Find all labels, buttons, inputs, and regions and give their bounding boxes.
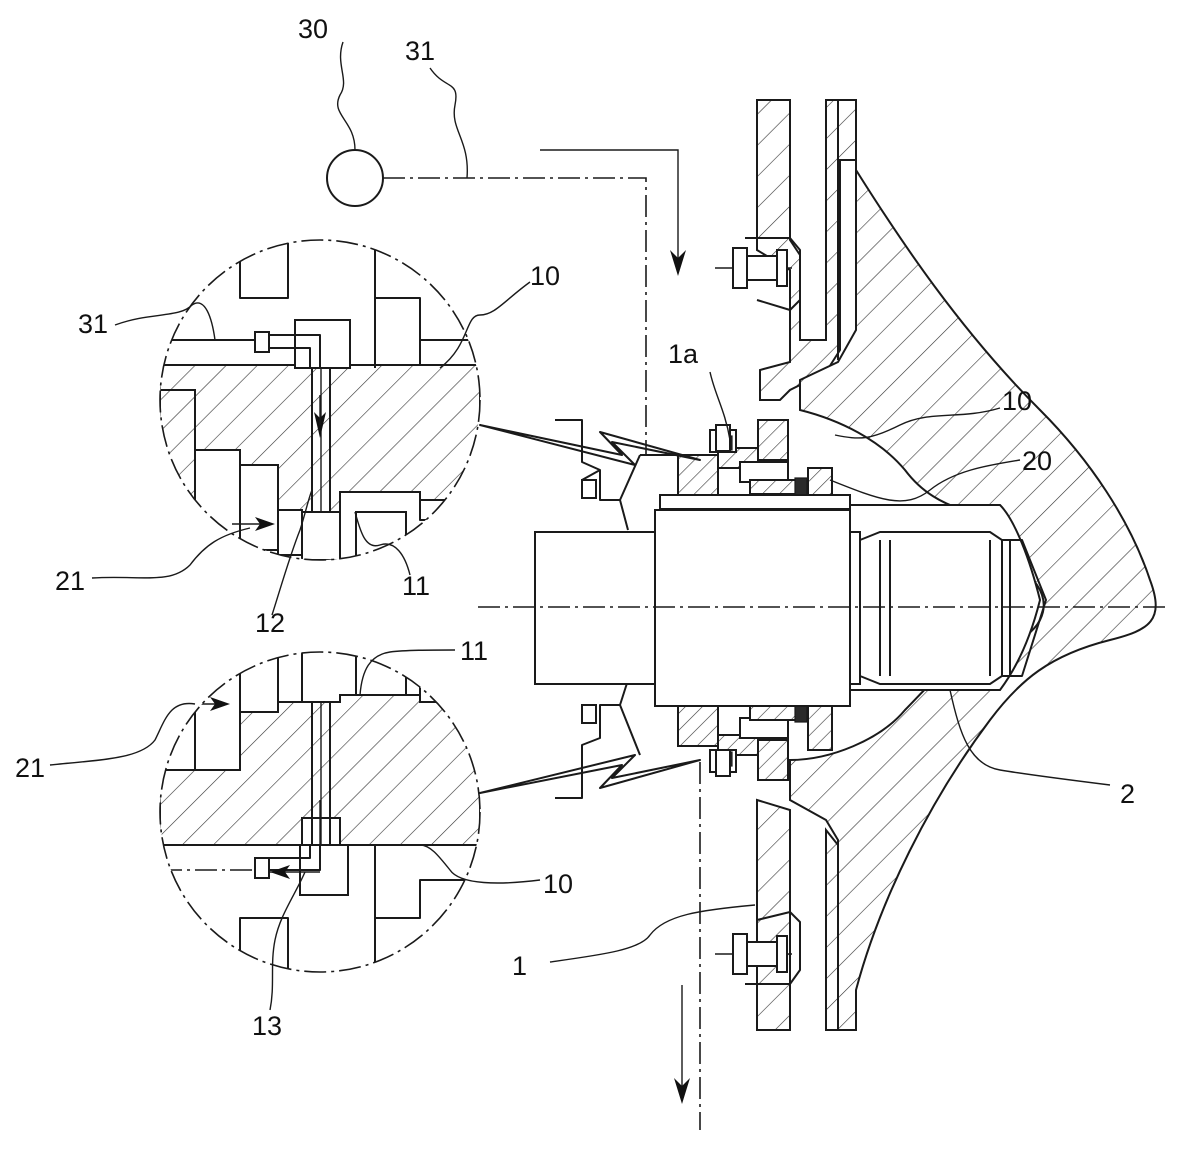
- label-31-top: 31: [405, 36, 435, 66]
- label-10-detail-bottom: 10: [543, 869, 573, 899]
- detail-view-top: [160, 240, 480, 560]
- supply-source-30: [327, 150, 383, 206]
- label-11-bottom: 11: [460, 636, 488, 666]
- label-2: 2: [1120, 779, 1135, 809]
- label-12: 12: [255, 608, 285, 638]
- shaft: [535, 510, 1046, 706]
- seal-assembly-top: [640, 420, 850, 509]
- label-11-top: 11: [402, 571, 430, 601]
- detail-callout-top: [480, 425, 700, 465]
- label-21-bottom: 21: [15, 753, 45, 783]
- label-10-main: 10: [1002, 386, 1032, 416]
- label-1: 1: [512, 951, 527, 981]
- label-1a: 1a: [668, 339, 699, 369]
- bracket-top: [555, 420, 640, 530]
- label-10-detail-top: 10: [530, 261, 560, 291]
- detail-callout-bottom: [480, 755, 700, 793]
- detail-view-bottom: [160, 652, 480, 972]
- label-20: 20: [1022, 446, 1052, 476]
- label-13: 13: [252, 1011, 282, 1041]
- label-31-detail: 31: [78, 309, 108, 339]
- label-21-top: 21: [55, 566, 85, 596]
- label-30: 30: [298, 14, 328, 44]
